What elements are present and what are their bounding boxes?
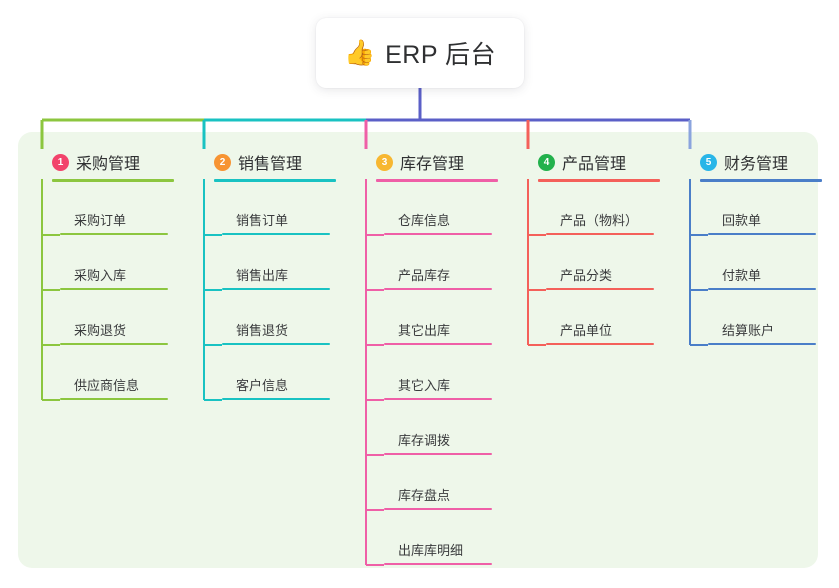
branch-header-2[interactable]: 2 销售管理 — [192, 145, 352, 179]
leaf-item-underline — [708, 233, 816, 235]
branch-underline-3 — [376, 179, 498, 182]
leaf-item-label: 采购订单 — [74, 213, 127, 228]
branch-underline-4 — [538, 179, 660, 182]
leaf-item-underline — [222, 233, 330, 235]
leaf-item-label: 结算账户 — [722, 323, 775, 338]
branch-header-4[interactable]: 4 产品管理 — [516, 145, 676, 179]
leaf-item-underline — [546, 343, 654, 345]
leaf-item-label: 采购退货 — [74, 323, 127, 338]
branch-badge-4: 4 — [538, 153, 555, 171]
leaf-item-underline — [546, 233, 654, 235]
branch-column-4: 4 产品管理产品（物料） 产品分类产品单位 — [516, 145, 676, 345]
leaf-item-underline — [708, 288, 816, 290]
leaf-item-label: 库存盘点 — [398, 488, 451, 503]
diagram-background-panel — [18, 132, 818, 568]
leaf-item-label: 其它入库 — [398, 378, 451, 393]
leaf-item-label: 其它出库 — [398, 323, 451, 338]
branch-badge-5: 5 — [700, 153, 717, 171]
root-node-title: ERP 后台 — [385, 41, 497, 69]
branch-badge-1: 1 — [52, 153, 69, 171]
branch-column-5: 5 财务管理回款单付款单结算账户 — [678, 145, 838, 345]
leaf-item-underline — [384, 508, 492, 510]
leaf-item-underline — [60, 288, 168, 290]
branch-title-2: 销售管理 — [238, 156, 303, 173]
branch-header-3[interactable]: 3 库存管理 — [354, 145, 514, 179]
branch-badge-2: 2 — [214, 153, 231, 171]
leaf-item-label: 供应商信息 — [74, 378, 140, 393]
leaf-item-label: 销售出库 — [236, 268, 289, 283]
branch-title-1: 采购管理 — [76, 156, 141, 173]
leaf-item-label: 销售订单 — [236, 213, 289, 228]
leaf-item-label: 产品库存 — [398, 268, 451, 283]
thumbs-up-icon: 👍 — [343, 38, 376, 67]
leaf-item-underline — [384, 453, 492, 455]
leaf-item-label: 库存调拨 — [398, 433, 451, 448]
branch-header-5[interactable]: 5 财务管理 — [678, 145, 838, 179]
branch-column-1: 1 采购管理采购订单采购入库采购退货供应商信息 — [30, 145, 190, 400]
branch-column-3: 3 库存管理仓库信息产品库存其它出库其它入库库存调拨库存盘点出库库明细 — [354, 145, 514, 565]
leaf-item-underline — [60, 343, 168, 345]
leaf-item-underline — [384, 398, 492, 400]
leaf-item-label: 付款单 — [722, 268, 762, 283]
leaf-item-underline — [384, 288, 492, 290]
leaf-item-underline — [222, 288, 330, 290]
branch-underline-5 — [700, 179, 822, 182]
branch-title-5: 财务管理 — [724, 156, 789, 173]
branch-column-2: 2 销售管理销售订单销售出库销售退货客户信息 — [192, 145, 352, 400]
leaf-item-underline — [222, 343, 330, 345]
leaf-item-label: 产品（物料） — [560, 213, 639, 228]
leaf-item-underline — [222, 398, 330, 400]
leaf-item-underline — [384, 343, 492, 345]
leaf-item-label: 回款单 — [722, 213, 762, 228]
leaf-item-label: 仓库信息 — [398, 213, 451, 228]
branch-title-3: 库存管理 — [400, 156, 465, 173]
leaf-item-label: 销售退货 — [236, 323, 289, 338]
branch-underline-1 — [52, 179, 174, 182]
leaf-item-label: 出库库明细 — [398, 543, 464, 558]
leaf-item-underline — [60, 233, 168, 235]
leaf-item-underline — [384, 233, 492, 235]
branch-underline-2 — [214, 179, 336, 182]
branch-badge-3: 3 — [376, 153, 393, 171]
leaf-item-label: 产品分类 — [560, 268, 613, 283]
leaf-item-label: 客户信息 — [236, 378, 289, 393]
leaf-item-underline — [708, 343, 816, 345]
branch-header-1[interactable]: 1 采购管理 — [30, 145, 190, 179]
branch-title-4: 产品管理 — [562, 156, 627, 173]
leaf-item-label: 采购入库 — [74, 268, 127, 283]
leaf-item-underline — [384, 563, 492, 565]
leaf-item-underline — [546, 288, 654, 290]
leaf-item-underline — [60, 398, 168, 400]
root-node[interactable]: 👍 ERP 后台 — [316, 18, 524, 88]
leaf-item-label: 产品单位 — [560, 323, 613, 338]
